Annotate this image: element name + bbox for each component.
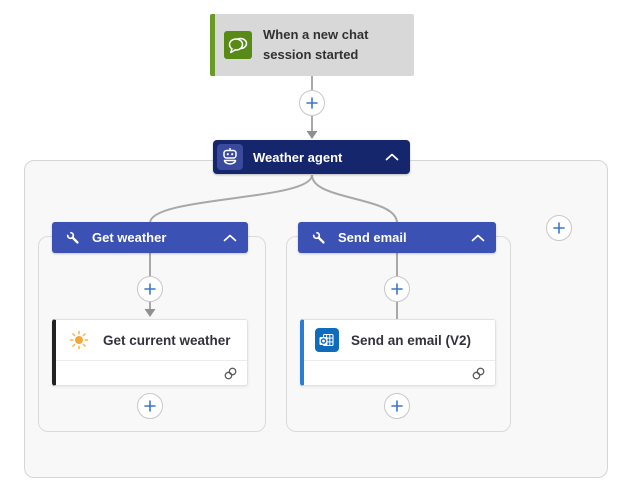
trigger-card[interactable]: When a new chat session started (210, 14, 414, 76)
arrowhead-agent (306, 131, 318, 139)
chevron-up-icon (385, 153, 399, 161)
add-tool-button[interactable] (546, 215, 572, 241)
wrench-icon (312, 231, 325, 244)
tool-header-send-email[interactable]: Send email (298, 222, 496, 253)
action-card-footer (304, 361, 495, 385)
plus-icon (391, 283, 403, 295)
sun-icon (67, 328, 91, 352)
insert-action-button-send-email[interactable] (384, 276, 410, 302)
tool-collapse-button-get-weather[interactable] (222, 230, 238, 246)
agent-label: Weather agent (253, 149, 343, 165)
trigger-title: When a new chat session started (263, 27, 369, 62)
plus-icon (306, 97, 318, 109)
add-action-button-send-email-bottom[interactable] (384, 393, 410, 419)
connection-icon (224, 367, 237, 379)
agent-header[interactable]: Weather agent (213, 140, 410, 174)
outlook-icon (315, 328, 339, 352)
action-card-header: Send an email (V2) (304, 320, 495, 361)
action-title: Send an email (V2) (351, 332, 472, 348)
add-action-button-get-weather-bottom[interactable] (137, 393, 163, 419)
tool-collapse-button-send-email[interactable] (470, 230, 486, 246)
action-card-footer (56, 361, 247, 385)
agent-collapse-button[interactable] (384, 149, 400, 165)
plus-icon (144, 283, 156, 295)
action-title: Get current weather (103, 332, 231, 348)
plus-icon (391, 400, 403, 412)
plus-icon (144, 400, 156, 412)
tool-label: Get weather (92, 230, 167, 245)
robot-icon (217, 144, 243, 170)
plus-icon (553, 222, 565, 234)
chat-bubbles-icon (224, 31, 252, 59)
action-card-header: Get current weather (56, 320, 247, 361)
tool-label: Send email (338, 230, 407, 245)
insert-node-button-top[interactable] (299, 90, 325, 116)
connection-icon (472, 367, 485, 379)
chevron-up-icon (471, 234, 485, 241)
action-card-get-current-weather[interactable]: Get current weather (52, 319, 248, 386)
action-card-send-an-email-v2[interactable]: Send an email (V2) (300, 319, 496, 386)
wrench-icon (66, 231, 79, 244)
chevron-up-icon (223, 234, 237, 241)
tool-header-get-weather[interactable]: Get weather (52, 222, 248, 253)
insert-action-button-get-weather[interactable] (137, 276, 163, 302)
